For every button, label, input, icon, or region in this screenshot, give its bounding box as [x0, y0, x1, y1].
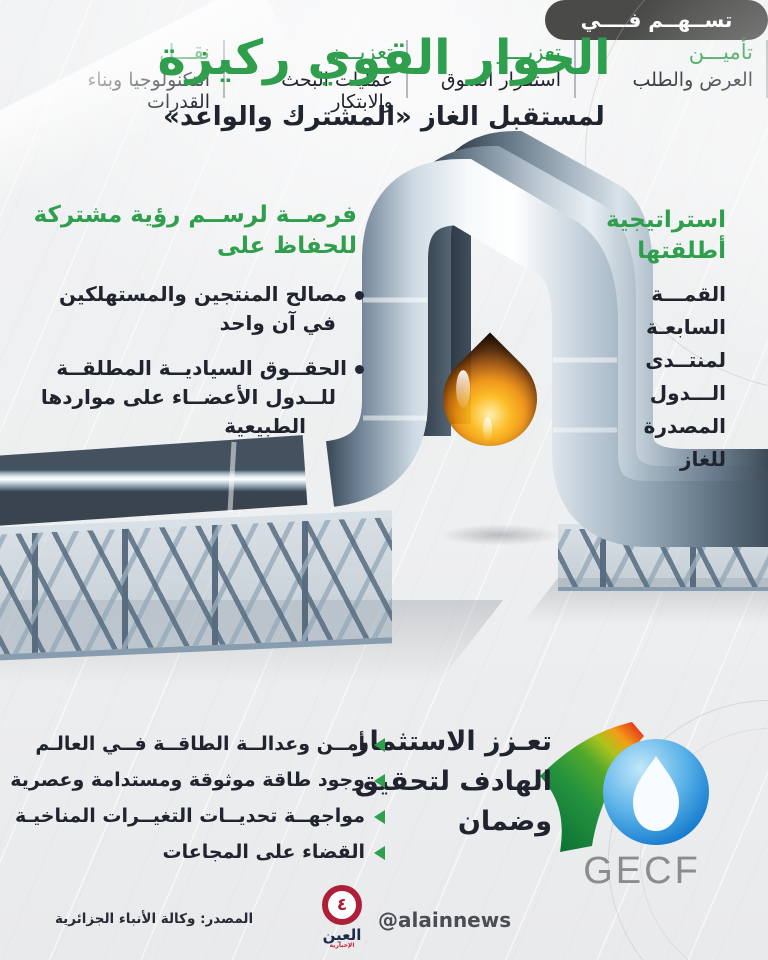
right-body-line: للغاز — [680, 447, 726, 471]
right-body-line: لمنتــدى — [645, 348, 726, 372]
bullet-line: في آن واحد — [219, 311, 336, 335]
gecf-wordmark: GECF — [583, 850, 701, 892]
left-heading-line: للحفاظ على — [216, 233, 357, 259]
outcome-text: عمليات البحث والابتكار — [281, 69, 393, 113]
investment-bullets: أمــن وعدالــة الطاقــة فــي العالـم وجو… — [10, 733, 385, 877]
oil-drop-icon — [423, 332, 557, 466]
investment-bullet-text: وجود طاقة موثوقة ومستدامة وعصرية — [10, 769, 365, 791]
right-body-line: السابعـة — [646, 315, 726, 339]
outcome-keyword: تعزيـــز — [497, 40, 561, 64]
left-heading-line: فرصــة لرســم رؤية مشتركة — [33, 202, 357, 228]
gecf-seven-shape — [540, 722, 644, 852]
bullet-line: مصالح المنتجين والمستهلكين — [41, 280, 364, 309]
investment-heading-line: وضمان — [457, 806, 552, 837]
bullet-dot-icon — [355, 365, 364, 374]
right-section-body: القمـــة السابعـة لمنتــدى الـــدول المص… — [644, 278, 726, 476]
investment-bullet-text: أمــن وعدالــة الطاقــة فــي العالـم — [35, 733, 365, 755]
investment-heading-line: الهادف لتحقيق — [354, 766, 552, 797]
arrow-left-icon — [374, 845, 385, 860]
bullet-text: مصالح المنتجين والمستهلكين — [58, 282, 347, 306]
alain-logo-circle: ٤ — [322, 885, 362, 925]
alain-logo-mark: ٤ — [336, 894, 348, 915]
investment-heading: تعـزز الاستثمار الهادف لتحقيق وضمان — [354, 722, 552, 842]
right-body-line: المصدرة — [643, 414, 726, 438]
oil-drop-highlight-small — [483, 417, 493, 442]
bullet-item: الحقــوق السياديــة المطلقــة للــدول ال… — [41, 354, 364, 441]
investment-bullet: أمــن وعدالــة الطاقــة فــي العالـم — [10, 733, 385, 755]
alain-logo: ٤ العين الإخبارية — [316, 885, 368, 949]
alain-outlet-name: العين — [322, 926, 362, 944]
truss-bridge-left — [0, 510, 392, 661]
investment-bullet: وجود طاقة موثوقة ومستدامة وعصرية — [10, 769, 385, 791]
bullet-dot-icon — [355, 291, 364, 300]
investment-bullet: مواجهــة تحديــات التغيــرات المناخيـة — [10, 805, 385, 827]
arrow-left-icon — [374, 809, 385, 824]
outcome-text: استقرار السوق — [440, 69, 561, 91]
source-credit: المصدر: وكالة الأنباء الجزائرية — [55, 911, 254, 927]
bullet-text: الحقــوق السياديــة المطلقــة — [56, 356, 347, 380]
bullet-line: الحقــوق السياديــة المطلقــة — [41, 354, 364, 383]
arrow-left-icon — [374, 737, 385, 752]
investment-bullet-text: مواجهــة تحديــات التغيــرات المناخيـة — [15, 805, 365, 827]
left-section-heading: فرصــة لرســم رؤية مشتركة للحفاظ على — [34, 200, 357, 262]
right-body-line: القمـــة — [651, 282, 726, 306]
investment-bullet-text: القضاء على المجاعات — [162, 841, 366, 863]
right-heading-line: أطلقتها — [637, 238, 726, 264]
bullet-line: الطبيعية — [224, 414, 306, 438]
outcome-column-market-stability: تعزيـــز استقرار السوق — [408, 40, 576, 98]
oil-drop-highlight — [456, 370, 471, 409]
right-body-line: الـــدول — [649, 381, 726, 405]
bullet-line: للــدول الأعضــاء على مواردها — [40, 385, 336, 409]
bullet-item: مصالح المنتجين والمستهلكين في آن واحد — [41, 280, 364, 338]
investment-bullet: القضاء على المجاعات — [10, 841, 385, 863]
outcome-column-research-innovation: تعزيـــز عمليات البحث والابتكار — [225, 40, 408, 113]
page-subtitle: لمستقبل الغاز «المشترك والواعد» — [163, 102, 605, 132]
social-handle[interactable]: @alainnews — [378, 908, 512, 932]
arrow-left-icon — [374, 773, 385, 788]
page-title: الحوار القوي ركيزة — [157, 30, 611, 86]
alain-outlet-tagline: الإخبارية — [329, 942, 355, 949]
truss-bridge-right — [558, 524, 768, 591]
left-section-bullets: مصالح المنتجين والمستهلكين في آن واحد ال… — [41, 280, 364, 457]
gecf-70-logo — [540, 722, 709, 852]
right-section-heading: استراتيجية أطلقتها — [606, 205, 726, 267]
investment-heading-line: تعـزز الاستثمار — [353, 726, 552, 757]
outcome-keyword: تعزيـــز — [329, 40, 393, 64]
gecf-flame-icon — [633, 756, 679, 831]
right-heading-line: استراتيجية — [605, 207, 726, 233]
